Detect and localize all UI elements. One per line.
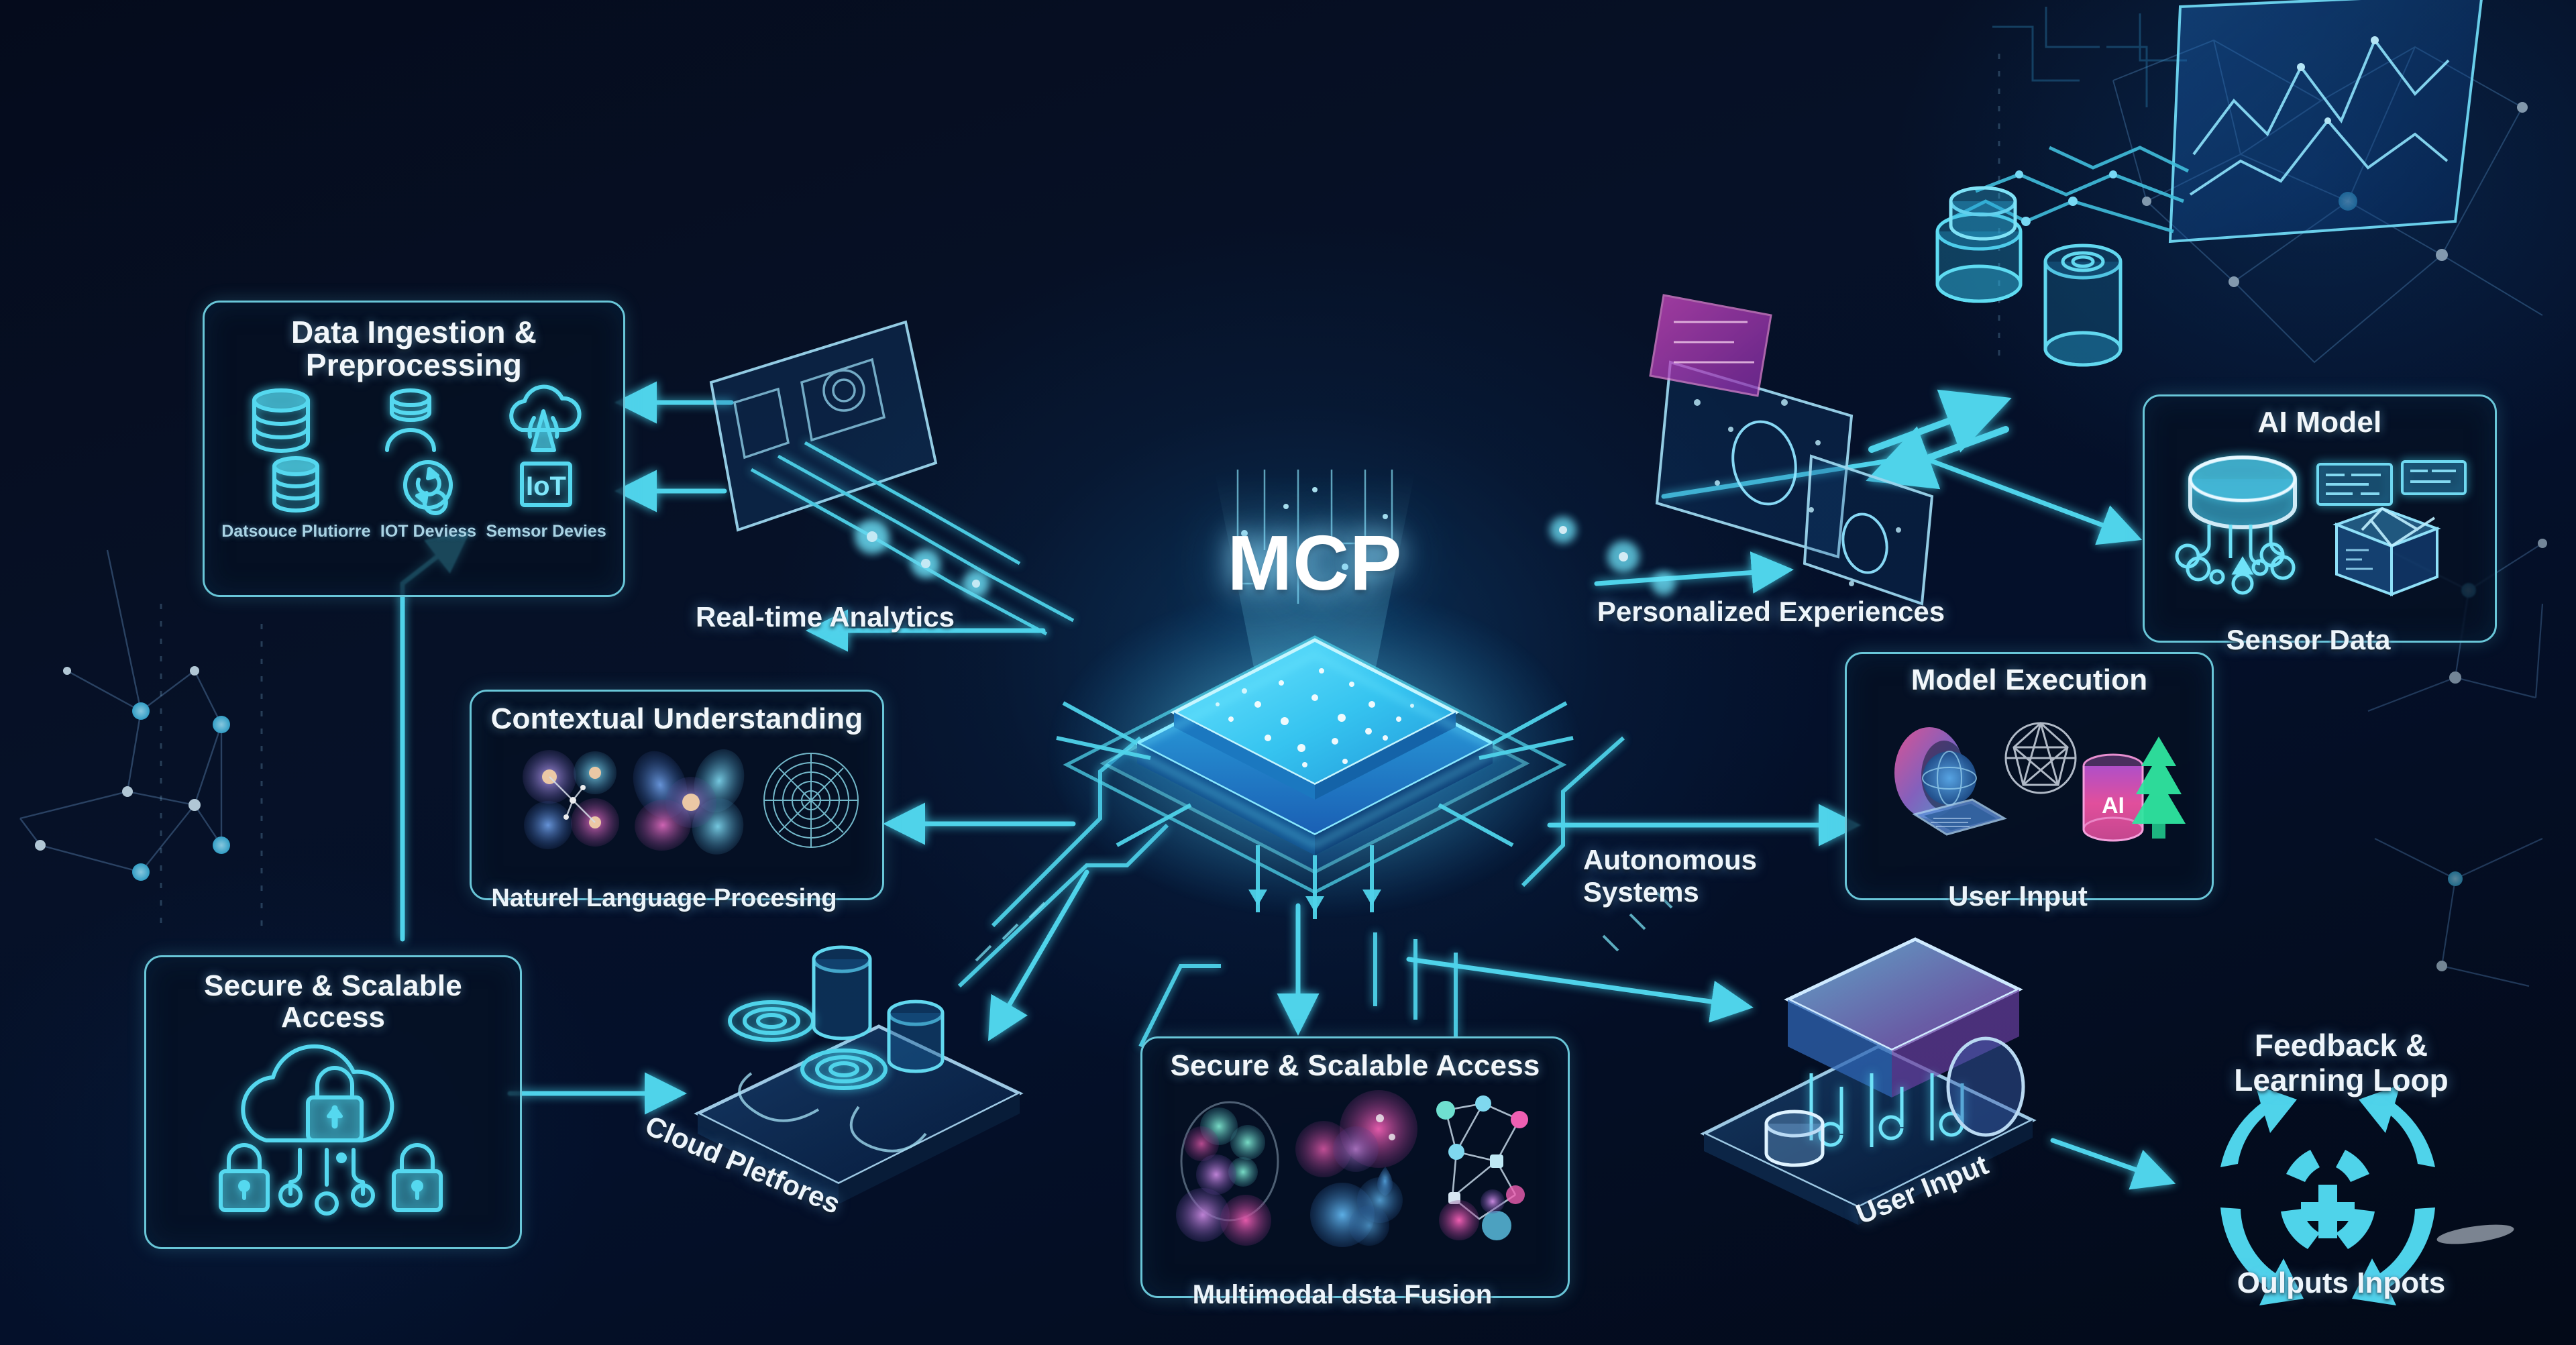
label-real-time-analytics: Real-time Analytics	[696, 601, 955, 633]
panel-title: Model Execution	[1911, 663, 2148, 696]
icon-cell-iot-badge: IoT Semsor Devies	[486, 457, 606, 540]
semantic-clusters-graphic	[523, 749, 859, 855]
network-constellation-left	[19, 549, 230, 881]
icon-cell-iot-device	[374, 388, 447, 455]
label-personalized-experiences: Personalized Experiences	[1597, 596, 1945, 627]
arrow-core-to-personalized	[1594, 551, 1794, 594]
arrow-secure-to-ingestion	[400, 531, 471, 942]
panel-data-ingestion[interactable]: Data Ingestion & Preprocessing	[203, 301, 625, 597]
panel-title: AI Model	[2257, 406, 2382, 439]
mcp-core-chip: MCP	[1036, 470, 1593, 926]
icon-label-database: Datsouce Plutiorre	[221, 521, 371, 541]
arrow-bidir-down	[1866, 426, 2009, 490]
panel-ai-model[interactable]: AI Model	[2143, 394, 2497, 643]
panel-title: Data Ingestion & Preprocessing	[290, 315, 537, 382]
label-feedback-learning-loop: Feedback & Learning Loop	[2234, 1028, 2449, 1098]
icon-cell-database-stack: Datsouce Plutiorre	[221, 455, 371, 541]
panel-secure-scalable-access-left[interactable]: Secure & Scalable Access	[144, 955, 522, 1249]
panel-title: Secure & Scalable Access	[204, 969, 462, 1034]
circuit-grid-topright	[1992, 7, 2187, 107]
arrow-bidir-up	[1868, 389, 2012, 453]
icon-label-sensor: Semsor Devies	[486, 521, 606, 541]
sync-circle-icon	[403, 460, 453, 515]
label-user-input-rotated: User Input	[1851, 1148, 1993, 1230]
mcp-core-label: MCP	[1227, 519, 1403, 606]
ai-model-graphic	[2175, 455, 2467, 596]
label-cloud-platforms: Cloud Pletfores	[641, 1109, 845, 1220]
cloud-upload-icon	[508, 384, 582, 452]
caption-nlp: Naturel Language Procesing	[491, 884, 837, 912]
iot-badge-icon: IoT	[520, 461, 573, 507]
arrow-user-input-to-feedback	[2050, 1138, 2176, 1190]
icon-label-iot: IOT Deviess	[380, 521, 477, 541]
caption-multimodal-fusion: Multimodal dsta Fusion	[1192, 1280, 1493, 1309]
network-mesh-topright	[2112, 39, 2543, 364]
icon-cell-database	[244, 388, 318, 455]
icon-cell-sync-circle: IOT Deviess	[380, 457, 476, 540]
database-icon	[252, 388, 311, 453]
panel-secure-scalable-access-center[interactable]: Secure & Scalable Access	[1140, 1036, 1570, 1298]
personalized-experiences-isometric	[1550, 294, 1934, 606]
holographic-chart-screen	[1944, 0, 2483, 244]
panel-title: Secure & Scalable Access	[1170, 1049, 1540, 1082]
caption-sensor-data: Sensor Data	[2226, 624, 2391, 655]
realtime-analytics-isometric	[709, 320, 1075, 636]
database-cylinders-topright	[1935, 186, 2123, 367]
multimodal-fusion-graphic	[1176, 1089, 1528, 1247]
arrow-core-to-user-input	[1406, 957, 1754, 1023]
label-outputs-inputs: Oulputs Inpots	[2237, 1267, 2446, 1299]
arrow-core-to-ai-model	[1661, 453, 2143, 545]
database-stack-icon	[272, 455, 320, 513]
model-execution-graphic: AI	[1894, 721, 2186, 842]
label-autonomous-systems: Autonomous Systems	[1583, 844, 1757, 908]
icon-cell-cloud-upload	[503, 384, 584, 455]
cloud-security-graphic	[218, 1044, 443, 1216]
panel-contextual-understanding[interactable]: Contextual Understanding	[470, 690, 884, 900]
panel-title: Contextual Understanding	[490, 702, 863, 735]
svg-text:IoT: IoT	[526, 472, 566, 501]
caption-user-input: User Input	[1948, 880, 2088, 912]
light-streak	[2436, 1224, 2514, 1244]
panel-model-execution[interactable]: Model Execution	[1845, 652, 2214, 900]
svg-text:AI: AI	[2102, 793, 2125, 818]
iot-device-icon	[384, 388, 436, 452]
